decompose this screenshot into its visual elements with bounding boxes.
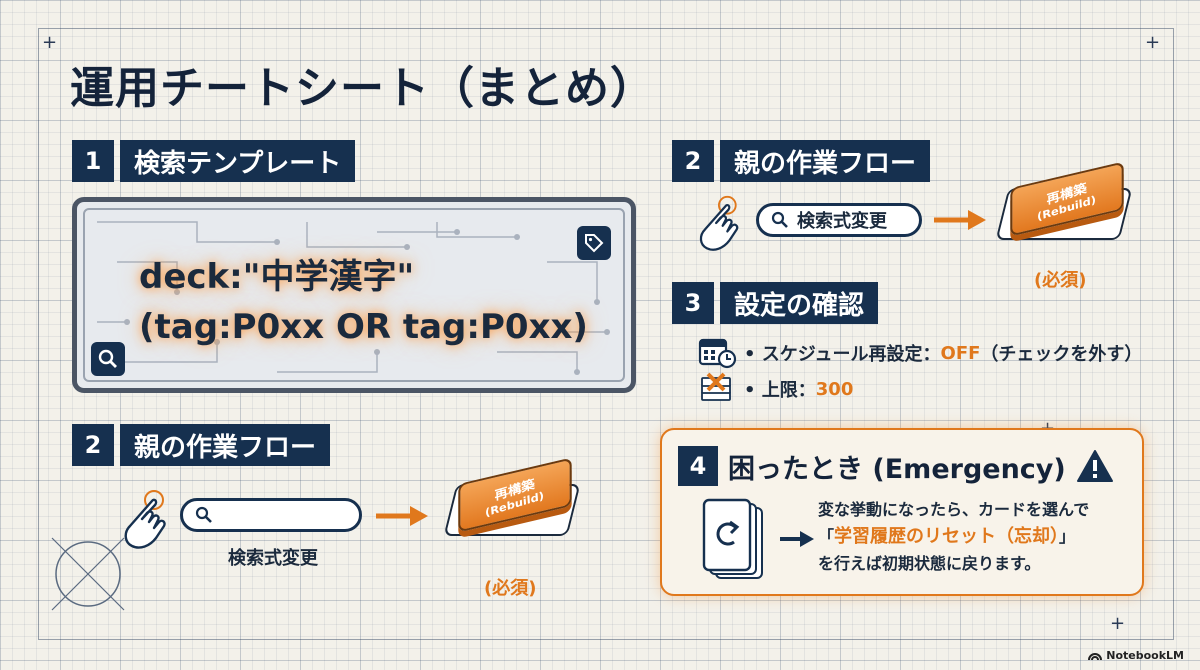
search-box[interactable] xyxy=(180,498,362,532)
section4-header: 4 困ったとき (Emergency) xyxy=(678,444,1114,488)
section1-header: 1 検索テンプレート xyxy=(72,140,356,182)
pointing-hand-icon xyxy=(124,490,166,549)
crosshair-decoration xyxy=(51,537,125,611)
template-inner-border xyxy=(83,208,625,382)
search-box-label: 検索式変更 xyxy=(797,211,887,232)
search-icon xyxy=(195,506,212,523)
warning-icon xyxy=(1076,450,1113,482)
setting-value: 300 xyxy=(815,378,854,400)
required-label: (必須) xyxy=(1034,270,1087,291)
arrow-right-icon xyxy=(780,531,814,547)
section-number: 1 xyxy=(72,140,114,182)
circuit-pattern xyxy=(97,221,610,375)
section-number: 2 xyxy=(672,140,714,182)
emergency-panel: 4 困ったとき (Emergency) 変な挙動になったら、カードを選んで 「学… xyxy=(660,428,1144,596)
rebuild-button[interactable]: 再構築 (Rebuild) xyxy=(443,457,581,536)
rebuild-button[interactable]: 再構築 (Rebuild) xyxy=(995,161,1133,240)
tag-icon xyxy=(577,226,611,260)
section-number: 4 xyxy=(678,446,718,486)
page-title: 運用チートシート（まとめ） xyxy=(70,63,655,114)
brand-name: NotebookLM xyxy=(1106,649,1184,662)
section3-header: 3 設定の確認 xyxy=(672,282,879,324)
section-label: 親の作業フロー xyxy=(120,424,331,466)
pointing-hand-icon xyxy=(699,195,739,251)
reset-cards-icon xyxy=(702,498,763,579)
arrow-right-icon xyxy=(376,506,428,526)
card-stack-icon xyxy=(701,372,731,401)
bracket-close: 」 xyxy=(1059,527,1076,546)
setting-note: （チェックを外す） xyxy=(980,344,1143,365)
search-icon xyxy=(771,211,788,228)
search-caption: 検索式変更 xyxy=(228,548,318,569)
setting-reschedule: • スケジュール再設定： OFF （チェックを外す） xyxy=(698,336,1142,370)
setting-label: • スケジュール再設定： xyxy=(744,344,941,365)
search-icon xyxy=(91,342,125,376)
section-number: 3 xyxy=(672,282,714,324)
corner-mark: + xyxy=(1110,613,1126,634)
corner-mark: + xyxy=(42,32,58,53)
query-line-1: deck:"中学漢字" xyxy=(139,257,415,297)
section-label: 設定の確認 xyxy=(720,282,879,324)
arrow-right-icon xyxy=(934,210,986,230)
emergency-line-3: を行えば初期状態に戻ります。 xyxy=(818,554,1041,573)
required-label: (必須) xyxy=(484,578,537,599)
notebooklm-logo-icon xyxy=(1088,652,1103,660)
corner-mark: + xyxy=(1145,32,1161,53)
section-label: 困ったとき (Emergency) xyxy=(728,453,1066,485)
bracket-open: 「 xyxy=(818,527,835,546)
setting-value: OFF xyxy=(940,342,981,364)
search-template-panel: deck:"中学漢字" (tag:P0xx OR tag:P0xx) xyxy=(72,197,636,393)
search-query[interactable]: deck:"中学漢字" (tag:P0xx OR tag:P0xx) xyxy=(139,252,588,352)
section-label: 親の作業フロー xyxy=(720,140,931,182)
setting-limit: • 上限： 300 xyxy=(698,372,853,406)
query-line-2: (tag:P0xx OR tag:P0xx) xyxy=(139,307,588,347)
calendar-clock-icon xyxy=(698,338,737,369)
search-box[interactable]: 検索式変更 xyxy=(756,203,922,237)
page-frame xyxy=(38,28,1174,640)
emergency-line-1: 変な挙動になったら、カードを選んで xyxy=(818,500,1090,519)
section-label: 検索テンプレート xyxy=(120,140,356,182)
section2-left-header: 2 親の作業フロー xyxy=(72,424,331,466)
emergency-line-2: 「学習履歴のリセット（忘却）」 xyxy=(818,523,1138,550)
brand-watermark: NotebookLM xyxy=(1088,649,1184,662)
section-number: 2 xyxy=(72,424,114,466)
emergency-highlight: 学習履歴のリセット（忘却） xyxy=(834,526,1060,547)
emergency-text: 変な挙動になったら、カードを選んで 「学習履歴のリセット（忘却）」 を行えば初期… xyxy=(818,496,1138,577)
setting-label: • 上限： xyxy=(744,380,816,401)
section2-right-header: 2 親の作業フロー xyxy=(672,140,931,182)
